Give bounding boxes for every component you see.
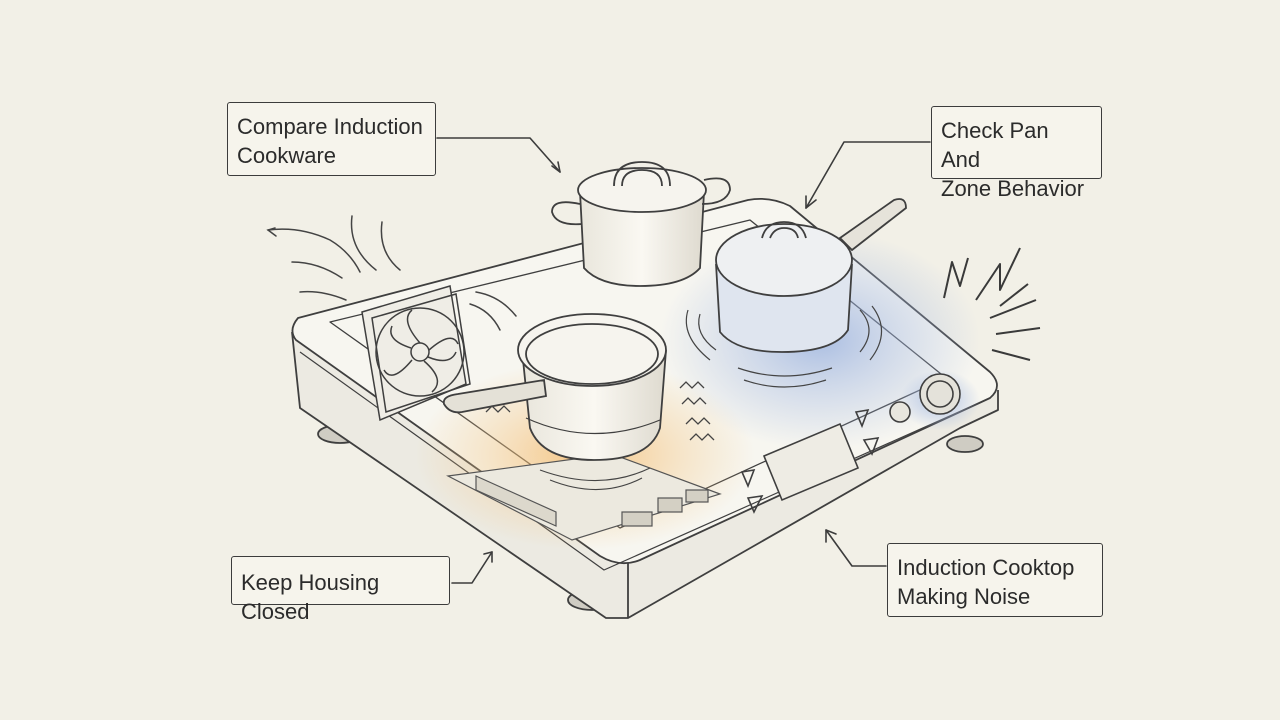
callout-keep-housing-closed: Keep Housing Closed [231,556,450,624]
foot-right [946,435,984,453]
callout-compare-cookware: Compare Induction Cookware [227,102,436,176]
noise-burst-icon [943,247,1041,361]
saucepan-icon [442,313,667,461]
fan-icon [361,285,471,422]
callout-arrows [436,137,931,584]
pot-icon [551,161,731,287]
arrow-bottom-right [825,529,887,567]
pot-with-handle-icon [715,198,907,353]
arrow-top-right [805,141,931,209]
arrow-top-left [436,137,561,173]
vibration-marks-left [485,381,715,491]
small-button [889,401,911,423]
vibration-marks-right [685,305,883,388]
arrow-bottom-left [451,551,493,584]
display-screen [762,422,860,502]
control-knob-icon [919,373,961,415]
airflow-icon [266,215,517,331]
callout-cooktop-noise: Induction Cooktop Making Noise [887,543,1103,617]
control-panel [740,373,961,514]
circuit-board [446,453,722,541]
callout-check-pan-zone: Check Pan And Zone Behavior [931,106,1102,201]
